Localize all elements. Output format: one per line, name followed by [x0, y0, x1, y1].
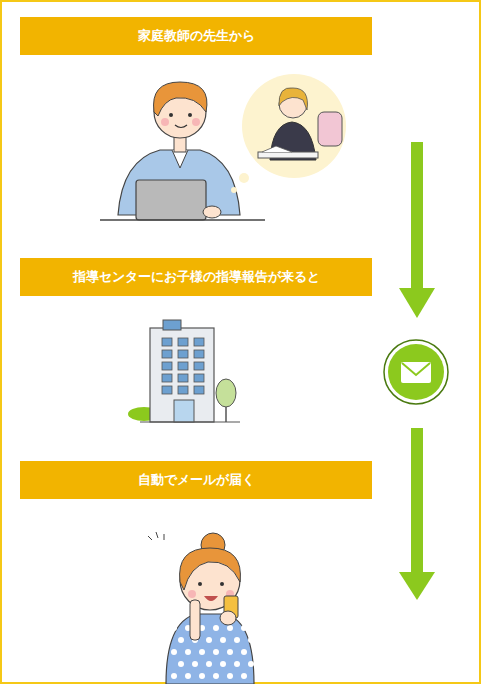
step-label: 自動でメールが届く — [138, 472, 255, 489]
flow-arrows — [399, 142, 435, 600]
step-band: 指導センターにお子様の指導報告が来ると — [20, 258, 372, 296]
man-at-laptop — [100, 82, 265, 220]
woman-with-phone — [148, 532, 254, 684]
step-band: 家庭教師の先生から — [20, 17, 372, 55]
building — [128, 320, 240, 422]
thought-bubble — [231, 74, 346, 193]
step-label: 指導センターにお子様の指導報告が来ると — [73, 269, 320, 286]
mail-icon — [384, 340, 448, 404]
step-band: 自動でメールが届く — [20, 461, 372, 499]
step-label: 家庭教師の先生から — [138, 28, 255, 45]
